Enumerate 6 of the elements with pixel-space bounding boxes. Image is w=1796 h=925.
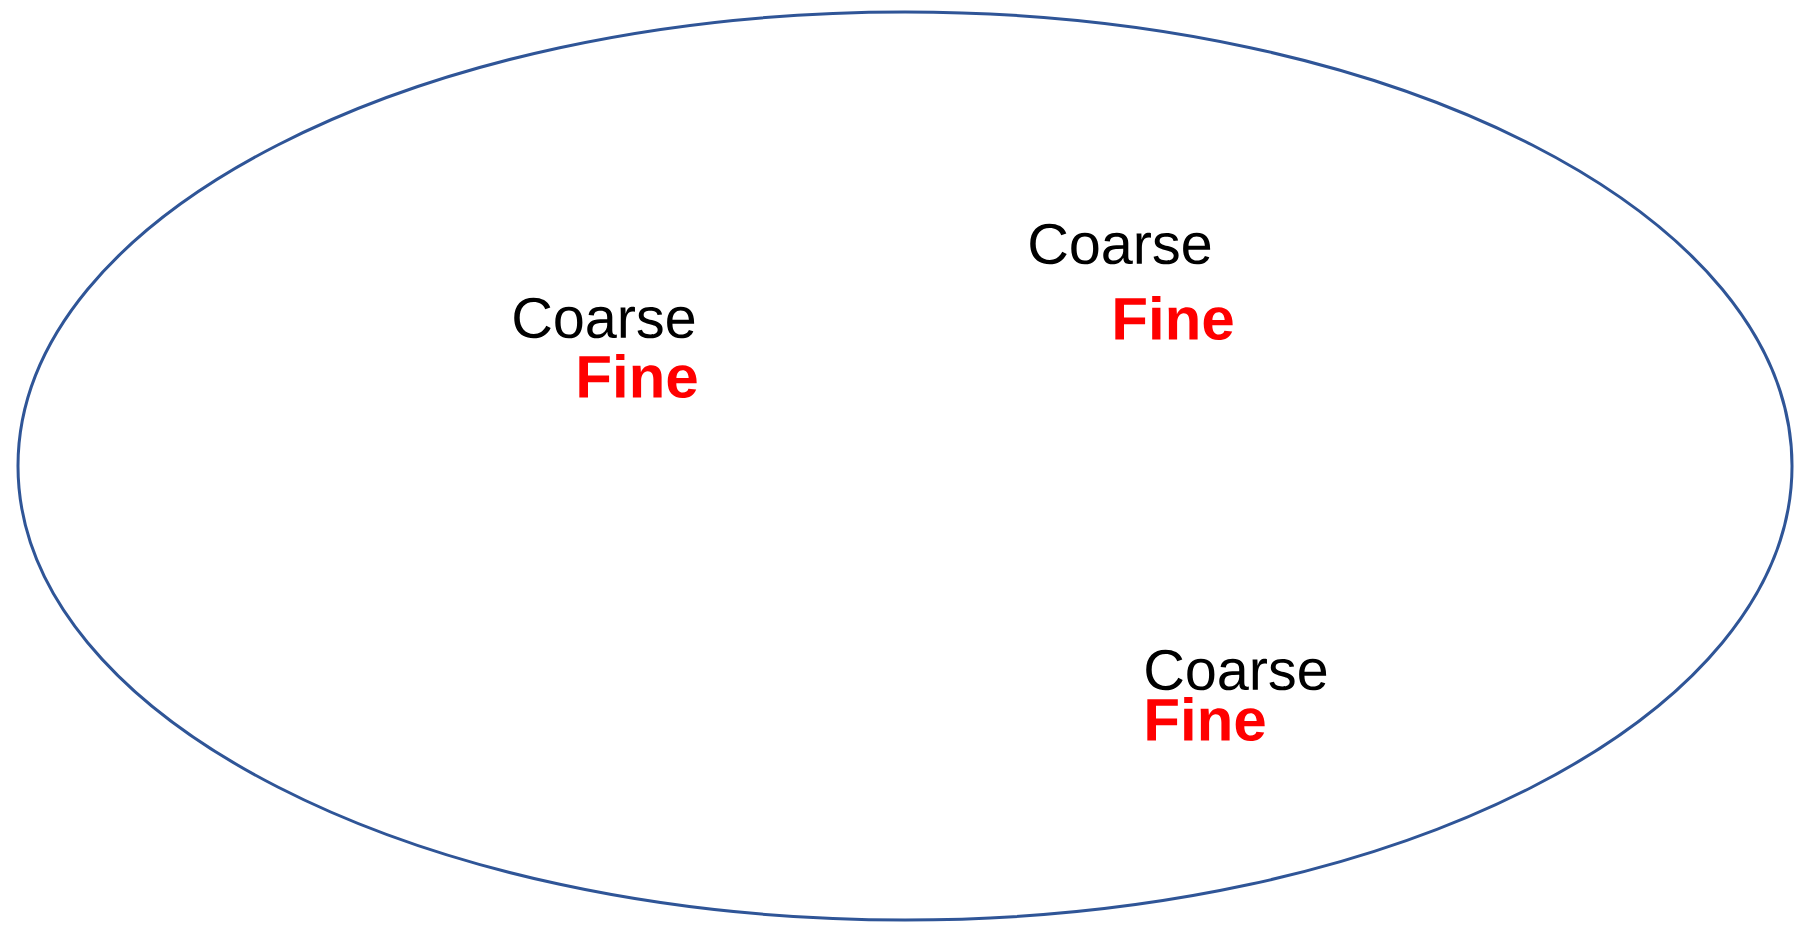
coarse-label: Coarse: [1030, 223, 1211, 265]
coarse-label: Coarse: [514, 297, 695, 339]
fine-label: Fine: [1115, 295, 1233, 341]
fine-label: Fine: [579, 353, 697, 399]
fine-label: Fine: [1147, 696, 1265, 742]
coarse-label: Coarse: [1146, 649, 1327, 691]
